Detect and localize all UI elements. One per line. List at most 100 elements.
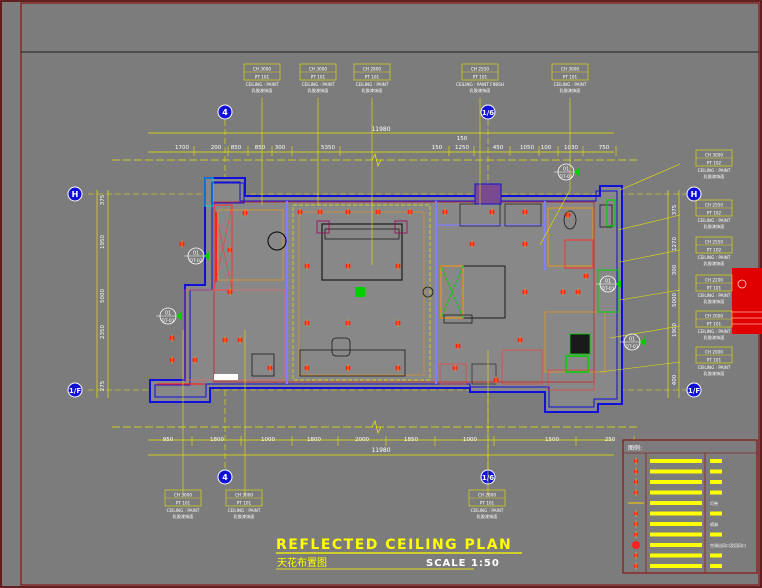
ceiling-height: CH 2800 — [478, 493, 496, 498]
nightstand — [394, 220, 408, 234]
legend-row — [633, 457, 722, 465]
section-number: 01 — [629, 337, 635, 343]
axis-bubble-right-top[interactable]: H — [686, 186, 702, 202]
dimension-label: 375 — [100, 194, 106, 205]
downlight — [565, 211, 571, 219]
break-mark — [371, 152, 382, 168]
finish-label-cn: 乳胶漆饰面 — [470, 87, 491, 94]
finish-label: CEILING : PAINT — [228, 508, 261, 513]
finish-label-cn: 乳胶漆饰面 — [362, 87, 383, 94]
finish-label-cn: 乳胶漆饰面 — [704, 370, 725, 377]
smoke-detector-icon — [633, 531, 639, 538]
finish-label: CEILING : PAINT — [554, 82, 587, 87]
downlight — [237, 336, 243, 344]
paint-code: PT 102 — [707, 161, 722, 166]
downlight — [395, 364, 401, 372]
section-ref: DT-01 — [161, 318, 174, 324]
finish-label-cn: 乳胶漆饰面 — [704, 298, 725, 305]
axis-label: H — [691, 190, 698, 199]
legend-code — [710, 511, 722, 516]
dimension-label: 1900 — [672, 323, 678, 337]
dimension-label: 5000 — [100, 289, 106, 303]
downlight — [522, 208, 528, 216]
axis-bubble-left-top[interactable]: H — [67, 186, 83, 202]
leader-lines — [182, 98, 681, 495]
finish-label-cn: 乳胶漆饰面 — [477, 513, 498, 520]
ceiling-height: CH 3000 — [253, 67, 271, 72]
finish-label: CEILING : PAINT — [698, 255, 731, 260]
ceiling-height: CH 3000 — [705, 153, 723, 158]
closet-door — [597, 269, 619, 313]
downlight — [345, 319, 351, 327]
dimension-label: 275 — [100, 380, 106, 391]
downlight — [267, 364, 273, 372]
dimension-label: 300 — [672, 264, 678, 275]
dimension-label: 1800 — [210, 437, 224, 443]
downlight — [297, 208, 303, 216]
bedroom-cove — [298, 211, 425, 376]
legend-row: 空调出风口及回风口 — [632, 541, 746, 549]
wall-washer-icon — [633, 520, 639, 528]
finish-label-cn: 乳胶漆饰面 — [704, 173, 725, 180]
legend-code — [710, 490, 722, 495]
floor-plan — [149, 177, 623, 413]
section-number: 01 — [605, 279, 611, 285]
axis-bubble-top-left[interactable]: 4 — [217, 104, 233, 120]
legend-description — [650, 543, 702, 547]
paint-code: PT 101 — [563, 75, 578, 80]
axis-bubble-top-right[interactable]: 1/6 — [480, 104, 496, 120]
dimension-label: 1000 — [463, 437, 477, 443]
axis-bubble-bottom-left[interactable]: 4 — [217, 469, 233, 485]
downlight — [222, 336, 228, 344]
interior-wall-line — [154, 181, 618, 408]
finish-label-cn: 乳胶漆饰面 — [234, 513, 255, 520]
legend-row — [633, 510, 722, 517]
axis-bubble-right-bottom[interactable]: 1/F — [686, 382, 702, 398]
downlight — [493, 376, 499, 384]
door-threshold — [214, 374, 238, 380]
ceiling-height: CH 2200 — [705, 278, 723, 283]
legend-code — [710, 564, 722, 568]
paint-code: PT 101 — [237, 501, 252, 506]
legend-row — [633, 552, 722, 559]
dimension-label: 850 — [255, 145, 266, 151]
legend-description — [650, 501, 702, 505]
exhaust-icon — [633, 552, 639, 559]
paint-code: PT 102 — [707, 211, 722, 216]
legend-row: 灯带 — [628, 500, 718, 506]
finish-label-cn: 乳胶漆饰面 — [252, 87, 273, 94]
finish-label-cn: 乳胶漆饰面 — [704, 223, 725, 230]
panel-box — [569, 333, 591, 355]
downlight — [395, 319, 401, 327]
bed — [321, 223, 403, 281]
riser — [204, 177, 214, 207]
column — [211, 182, 245, 204]
finish-label: CEILING : PAINT — [246, 82, 279, 87]
smoke-detector — [355, 287, 365, 297]
mirror — [606, 199, 616, 227]
downlight — [304, 262, 310, 270]
legend-description — [650, 490, 702, 495]
axis-bubble-left-bottom[interactable]: 1/F — [67, 382, 83, 398]
ceiling-height: CH 2800 — [363, 67, 381, 72]
